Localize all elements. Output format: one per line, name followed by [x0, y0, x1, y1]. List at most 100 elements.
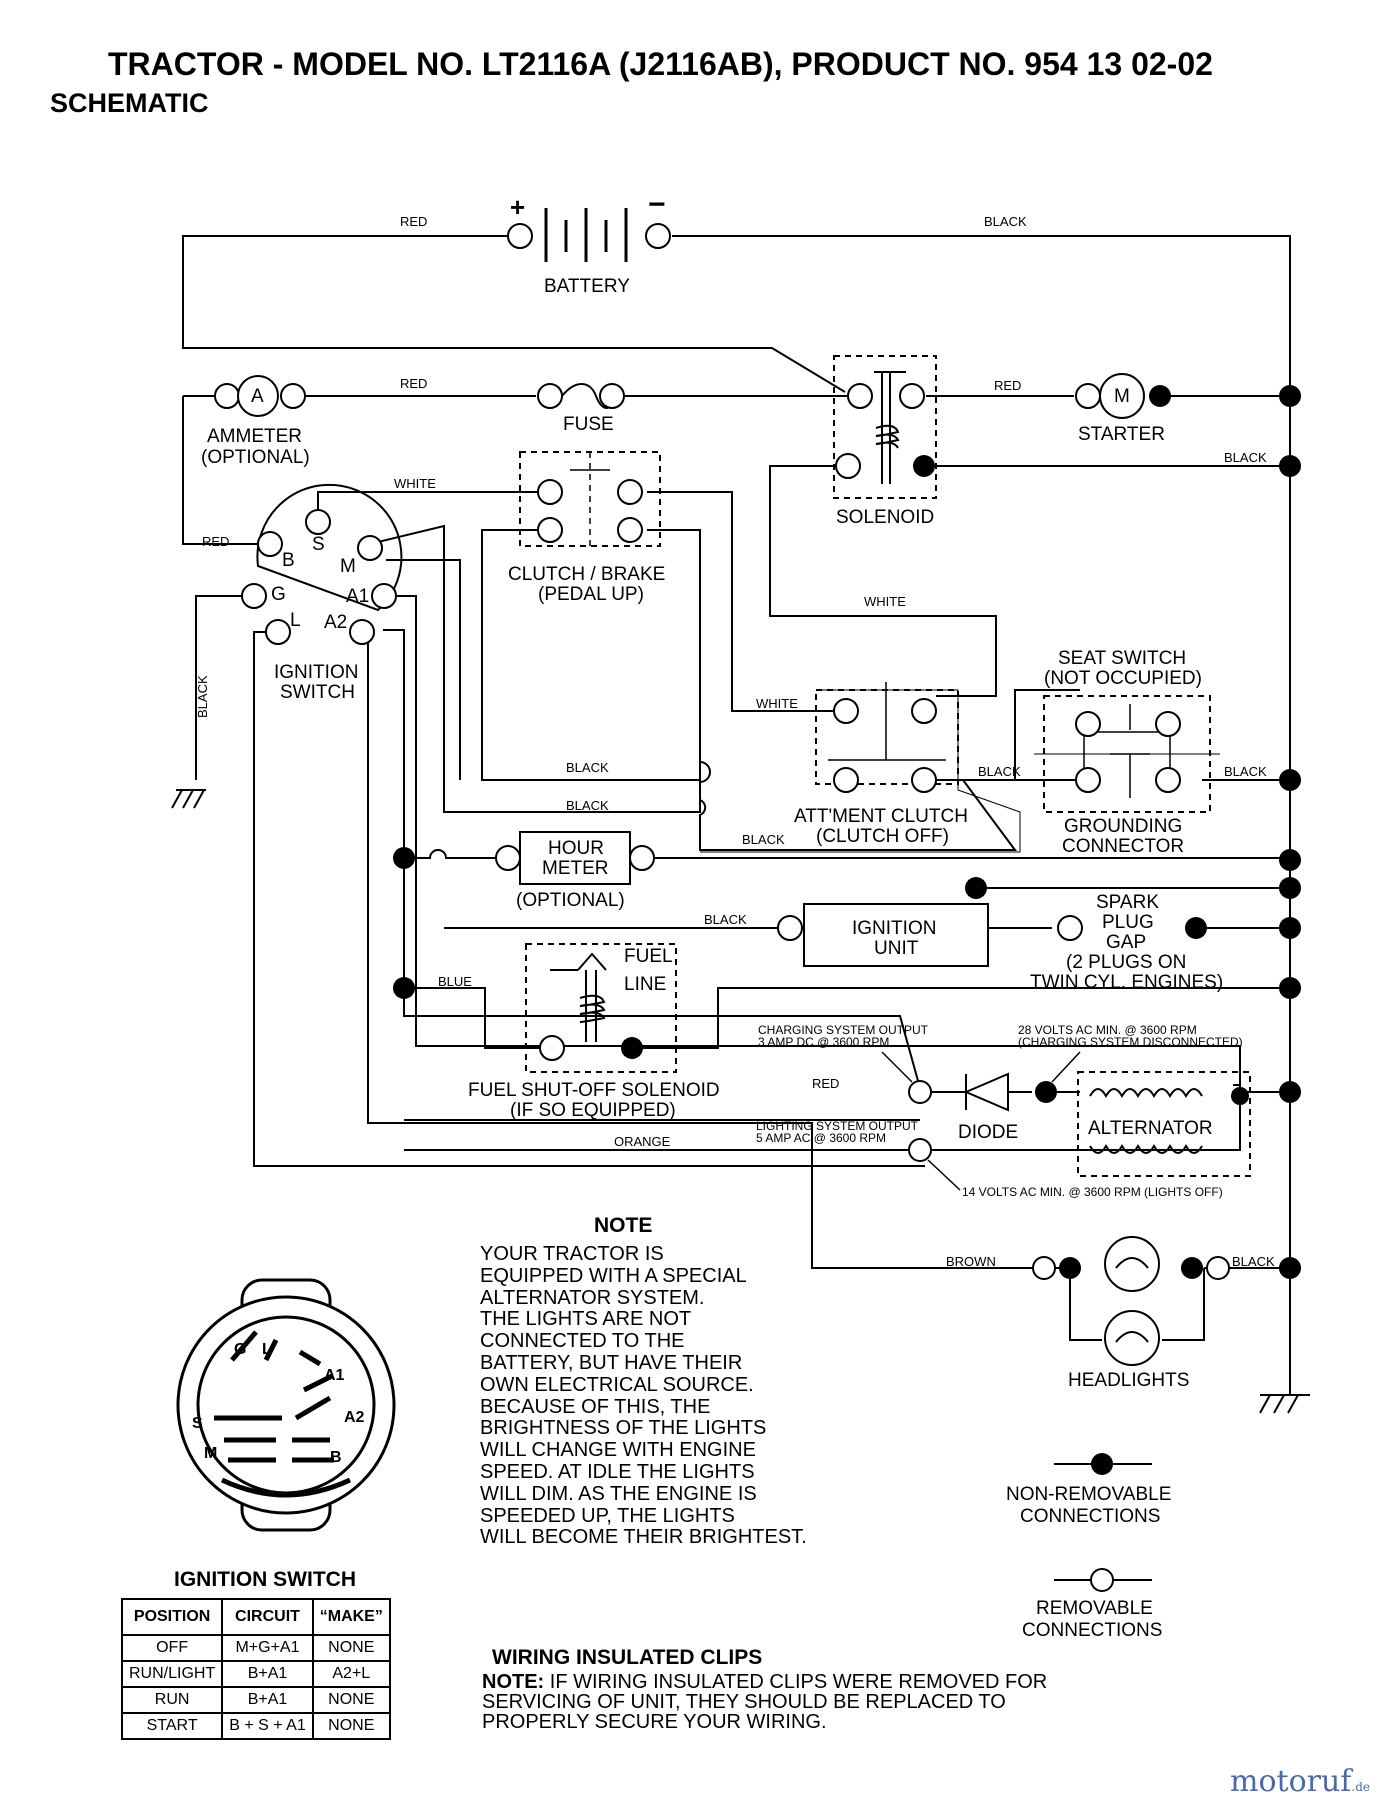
wire-label-orange: ORANGE	[614, 1134, 671, 1149]
lighting-output-label: LIGHTING SYSTEM OUTPUT	[756, 1119, 919, 1133]
table-header: POSITION	[120, 1598, 224, 1636]
red-wire-ignition-b	[182, 396, 260, 545]
battery-icon	[544, 208, 628, 262]
table-row: START B + S + A1 NONE	[120, 1712, 391, 1740]
note-line: SPEED. AT IDLE THE LIGHTS	[480, 1460, 755, 1483]
terminal-b-label: B	[282, 550, 295, 571]
legend-non-removable-sub-label: CONNECTIONS	[1020, 1506, 1160, 1527]
wire-label-black-seat: BLACK	[978, 764, 1021, 779]
note-line: YOUR TRACTOR IS	[480, 1243, 664, 1265]
table-cell: NONE	[311, 1686, 391, 1714]
note-line: BECAUSE OF THIS, THE	[480, 1395, 711, 1418]
face-g-label: G	[234, 1341, 246, 1358]
hour-meter-wire	[404, 849, 1290, 859]
attment-clutch-label: ATT'MENT CLUTCH	[794, 806, 968, 827]
legend-non-removable-label: NON-REMOVABLE	[1006, 1484, 1171, 1505]
ammeter-symbol: A	[251, 386, 264, 407]
wire-label-black-headlights: BLACK	[1232, 1254, 1275, 1269]
clips-line-2: SERVICING OF UNIT, THEY SHOULD BE REPLAC…	[482, 1691, 1006, 1713]
spark-plug-label: SPARK	[1096, 892, 1159, 913]
table-cell: NONE	[311, 1712, 391, 1740]
black-wire-m	[377, 524, 1017, 851]
orange-wire-a1	[391, 595, 1241, 1086]
terminal-a1-label: A1	[346, 586, 369, 607]
bus-connection-dots	[393, 385, 1301, 1279]
hour-meter-sub-label: METER	[542, 858, 609, 879]
headlights-label: HEADLIGHTS	[1068, 1370, 1189, 1391]
fuel-solenoid-box	[525, 943, 677, 1073]
wire-label-black-ignition-unit: BLACK	[704, 912, 747, 927]
watermark-suffix: .de	[1351, 1780, 1371, 1794]
ammeter-icon	[214, 375, 306, 417]
page-title: TRACTOR - MODEL NO. LT2116A (J2116AB), P…	[108, 46, 1213, 82]
note-line: EQUIPPED WITH A SPECIAL	[480, 1264, 747, 1287]
legend-removable-dot	[1090, 1568, 1114, 1592]
alternator-coil-bottom	[1089, 1143, 1203, 1154]
black-wire-g-ground	[195, 595, 254, 780]
table-row: RUN/LIGHT B+A1 A2+L	[120, 1660, 391, 1688]
table-cell: B+A1	[221, 1686, 314, 1714]
wire-label-red-charging: RED	[812, 1076, 839, 1091]
wire-label-red-starter: RED	[994, 378, 1021, 393]
wire-label-black-ground: BLACK	[195, 675, 210, 718]
ignition-unit-icon	[803, 903, 989, 967]
table-header: CIRCUIT	[221, 1598, 314, 1636]
fuel-solenoid-sub-label: (IF SO EQUIPPED)	[510, 1100, 676, 1121]
note-heading: NOTE	[594, 1214, 653, 1237]
battery-minus-label: −	[648, 188, 666, 221]
legend-removable-label: REMOVABLE	[1036, 1598, 1153, 1619]
fuel-line-sub-label: LINE	[624, 974, 666, 995]
wire-label-white-solenoid: WHITE	[864, 594, 906, 609]
terminal-l-label: L	[290, 610, 301, 631]
brown-wire-a2	[367, 630, 1044, 1269]
clutch-brake-label: CLUTCH / BRAKE	[508, 564, 665, 585]
note-line: OWN ELECTRICAL SOURCE.	[480, 1373, 754, 1396]
wire-label-black-clutch-1: BLACK	[566, 760, 609, 775]
face-m-label: M	[204, 1445, 217, 1462]
wire-label-black-attment: BLACK	[742, 832, 785, 847]
note-line: WILL CHANGE WITH ENGINE	[480, 1439, 756, 1462]
black-ground-bus	[672, 235, 1291, 1395]
hour-meter-optional-label: (OPTIONAL)	[516, 890, 625, 911]
hour-meter-icon	[519, 831, 631, 885]
charging-output-label: CHARGING SYSTEM OUTPUT	[758, 1023, 929, 1037]
note-line: WILL DIM. AS THE ENGINE IS	[480, 1482, 757, 1505]
table-cell: RUN	[120, 1686, 224, 1714]
attment-clutch-terminals	[833, 698, 937, 793]
face-l-label: L	[262, 1341, 272, 1358]
face-a2-label: A2	[344, 1409, 365, 1426]
ignition-switch-body	[256, 483, 403, 612]
note-body: YOUR TRACTOR IS EQUIPPED WITH A SPECIAL …	[480, 1243, 900, 1549]
table-cell: B+A1	[221, 1660, 314, 1688]
battery-plus-label: +	[510, 192, 525, 222]
volts28-sub-label: (CHARGING SYSTEM DISCONNECTED)	[1018, 1035, 1243, 1049]
diode-icon	[932, 1072, 1032, 1112]
blue-wire-fuel	[404, 987, 1290, 1049]
table-cell: START	[120, 1712, 224, 1740]
note-line: WILL BECOME THEIR BRIGHTEST.	[480, 1526, 807, 1549]
table-row: RUN B+A1 NONE	[120, 1686, 391, 1714]
ground-symbol-right	[1259, 1394, 1310, 1414]
legend-removable-sub-label: CONNECTIONS	[1022, 1620, 1162, 1641]
seat-switch-label: SEAT SWITCH	[1058, 648, 1186, 669]
alternator-box	[1077, 1071, 1251, 1177]
terminal-a2-label: A2	[324, 612, 347, 633]
black-wire-clutch	[481, 529, 711, 810]
starter-motor-icon	[1075, 373, 1145, 419]
ignition-switch-label: IGNITION	[274, 662, 358, 683]
table-cell: A2+L	[311, 1660, 391, 1688]
ignition-terminals	[241, 509, 397, 645]
starter-label: STARTER	[1078, 424, 1165, 445]
table-cell: OFF	[120, 1634, 224, 1662]
table-cell: B + S + A1	[221, 1712, 314, 1740]
clutch-brake-sub-label: (PEDAL UP)	[538, 584, 644, 605]
note-line: THE LIGHTS ARE NOT	[480, 1308, 692, 1331]
hour-meter-label: HOUR	[548, 838, 604, 859]
face-b-label: B	[330, 1449, 342, 1466]
clips-note-label: NOTE:	[482, 1671, 545, 1693]
wire-label-white-clutch: WHITE	[394, 476, 436, 491]
grounding-connector-sub-label: CONNECTOR	[1062, 836, 1184, 857]
ignition-unit-sub-label: UNIT	[874, 938, 919, 959]
wire-label-brown: BROWN	[946, 1254, 996, 1269]
